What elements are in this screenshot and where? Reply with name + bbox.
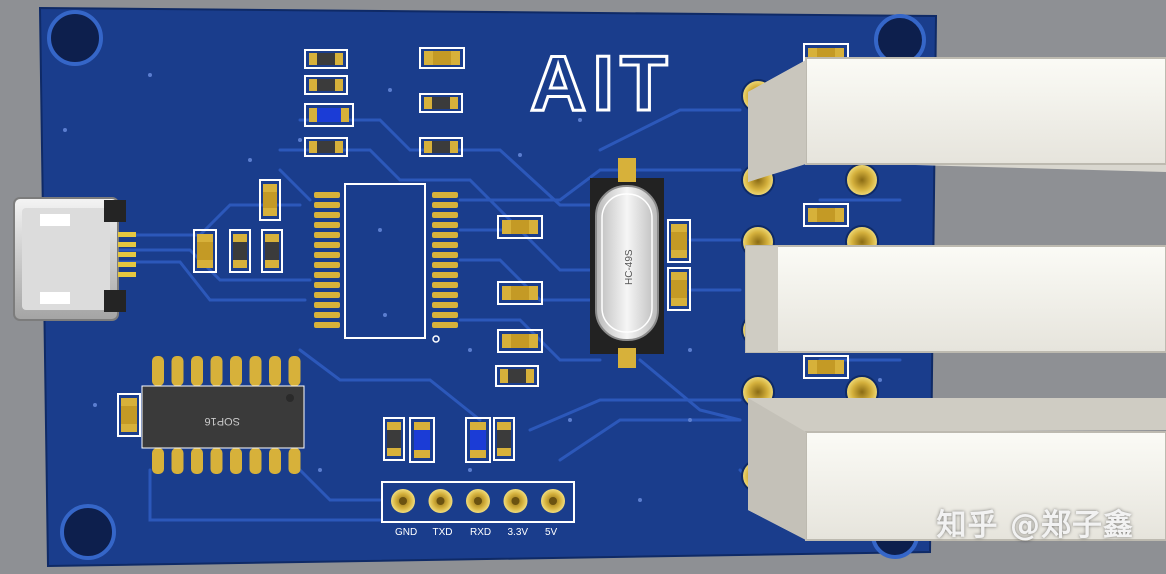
ic-pad xyxy=(314,282,340,288)
crystal-label: HC-49S xyxy=(624,249,635,285)
ic-pad xyxy=(432,252,458,258)
ic-pad xyxy=(432,212,458,218)
crystal-oscillator: HC-49S xyxy=(590,158,664,368)
ic-pad xyxy=(432,302,458,308)
header-pin-label: 5V xyxy=(545,527,558,538)
header-pin-label: 3.3V xyxy=(508,527,529,538)
sop-pin xyxy=(249,356,262,386)
sop-pin xyxy=(152,356,164,386)
header-pin xyxy=(511,497,520,505)
sop-pin xyxy=(210,356,223,386)
ic-pad xyxy=(314,322,340,328)
sop-pin xyxy=(210,448,223,474)
connector-middle xyxy=(745,245,1166,353)
ic-pad xyxy=(314,222,340,228)
ic-pad xyxy=(314,232,340,238)
vias xyxy=(63,73,882,502)
sop-pin xyxy=(288,448,301,474)
ic-pad xyxy=(432,282,458,288)
logo-text: AIT xyxy=(530,39,674,127)
ic-pad xyxy=(314,242,340,248)
ic-pad xyxy=(314,292,340,298)
sop-pin xyxy=(288,356,301,386)
ic-pad xyxy=(432,222,458,228)
right-connectors xyxy=(741,57,1166,541)
ic-label: SOP16 xyxy=(205,415,240,427)
sop16-chip: SOP16 xyxy=(141,356,305,474)
sop-pin xyxy=(152,448,164,474)
sop-pin xyxy=(230,448,242,474)
ic-pad xyxy=(314,192,340,198)
ic-pad xyxy=(314,212,340,218)
header-pin xyxy=(399,497,407,505)
ic-pad xyxy=(432,242,458,248)
ic-pad xyxy=(432,262,458,268)
ic-pad xyxy=(432,322,458,328)
ic-pad xyxy=(314,272,340,278)
sop-pin xyxy=(191,448,203,474)
ic-pad xyxy=(314,312,340,318)
header-pin-label: TXD xyxy=(433,527,453,538)
ic-pad xyxy=(432,312,458,318)
ic-pad xyxy=(432,232,458,238)
sop-pin xyxy=(191,356,203,386)
header-pin-label: RXD xyxy=(470,527,491,538)
connector-top xyxy=(748,57,1166,182)
micro-usb-connector xyxy=(13,197,136,321)
smd-passives xyxy=(117,43,849,463)
ic-pad xyxy=(432,192,458,198)
pin-header: GND TXD RXD 3.3V 5V xyxy=(381,481,575,538)
sop-pin xyxy=(171,356,184,386)
ic-pad xyxy=(314,302,340,308)
ic-pad xyxy=(314,202,340,208)
ic-pad xyxy=(314,262,340,268)
header-pin xyxy=(474,497,482,505)
header-pin-label: GND xyxy=(395,527,417,538)
ic-pad xyxy=(432,272,458,278)
sop-pin xyxy=(249,448,262,474)
sop-pin xyxy=(269,356,281,386)
connector-bottom xyxy=(748,398,1166,541)
ic-pad xyxy=(314,252,340,258)
header-pin xyxy=(436,497,445,505)
main-ic-footprint xyxy=(314,183,458,343)
sop-pin xyxy=(269,448,281,474)
watermark: 知乎 @郑子鑫 xyxy=(936,508,1134,543)
ic-pad xyxy=(432,292,458,298)
header-pin xyxy=(549,497,557,505)
ic-pad xyxy=(432,202,458,208)
sop-pin xyxy=(171,448,184,474)
connector-pad xyxy=(845,163,879,197)
sop-pin xyxy=(230,356,242,386)
